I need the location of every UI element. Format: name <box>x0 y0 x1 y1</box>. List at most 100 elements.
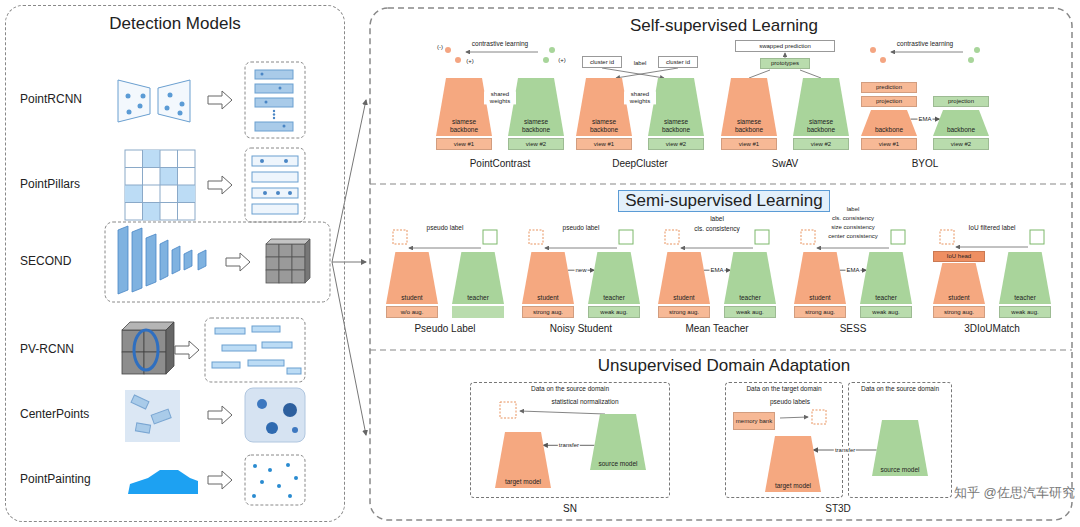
illustration-shape <box>619 230 633 244</box>
illustration-shape <box>255 98 293 107</box>
node-text: siamese backbone <box>654 118 698 133</box>
method-caption: ST3D <box>824 503 852 515</box>
illustration-shape <box>520 411 605 414</box>
method-caption: Noisy Student <box>549 323 613 335</box>
illustration-shape <box>266 239 310 283</box>
illustration-shape <box>208 176 232 194</box>
illustration-shape <box>146 234 156 286</box>
illustration-shape <box>125 150 195 220</box>
module-box: prototypes <box>760 58 810 69</box>
illustration-shape <box>332 262 366 435</box>
illustration-shape <box>452 252 504 304</box>
method-caption: SwAV <box>771 158 800 170</box>
node-text: siamese backbone <box>799 118 843 133</box>
node-text: memory bank <box>736 418 772 425</box>
illustration-shape <box>284 159 288 163</box>
illustration-shape <box>255 122 293 131</box>
illustration-shape <box>755 230 769 244</box>
illustration-shape <box>252 172 298 182</box>
illustration-shape <box>255 70 293 79</box>
illustration-shape <box>122 322 174 374</box>
illustration-shape <box>212 326 301 374</box>
illustration-shape <box>265 101 268 104</box>
illustration-shape <box>252 463 298 498</box>
module-box: weak aug. <box>588 306 640 318</box>
model-name: PointPainting <box>20 473 91 487</box>
illustration-shape <box>588 252 640 304</box>
annotation: cls. consistency <box>831 215 875 222</box>
illustration-shape <box>198 250 206 270</box>
section-heading: Semi-supervised Learning <box>618 190 830 212</box>
node-text: view #1 <box>594 141 614 148</box>
model-name: PV-RCNN <box>20 343 74 357</box>
illustration-shape <box>386 252 438 304</box>
node-text: cluster id <box>590 59 614 66</box>
illustration-shape <box>276 191 280 195</box>
illustration-shape <box>165 106 170 111</box>
illustration-shape <box>248 360 284 366</box>
illustration-shape <box>252 156 298 214</box>
node-text: w/o aug. <box>401 309 424 316</box>
illustration-shape <box>131 395 171 433</box>
illustration-shape <box>245 455 305 505</box>
illustration-shape <box>252 204 298 214</box>
illustration-shape <box>252 494 256 498</box>
model-name: PointPillars <box>20 178 80 192</box>
node-text: teacher <box>739 294 761 301</box>
section-heading: Unsupervised Domain Adaptation <box>598 356 850 376</box>
module-box: view #1 <box>861 138 917 150</box>
illustration-shape <box>332 100 366 435</box>
illustration-shape <box>305 239 310 283</box>
section-heading: Self-supervised Learning <box>630 16 818 36</box>
annotation: statistical normalization <box>550 398 619 405</box>
node-text: projection <box>876 98 902 105</box>
illustration-shape <box>138 104 143 109</box>
illustration-shape <box>273 113 275 115</box>
network-trapezoid: siamese backbone <box>436 78 492 136</box>
illustration-shape <box>933 263 985 304</box>
illustration-shape <box>602 68 664 78</box>
illustration-shape <box>292 270 305 283</box>
model-name: PointRCNN <box>20 93 82 107</box>
illustration-shape <box>127 110 132 115</box>
illustration-shape <box>273 117 275 119</box>
illustration-shape <box>141 94 146 99</box>
illustration-shape <box>508 78 564 136</box>
illustration-shape <box>880 57 886 63</box>
illustration-shape <box>549 47 555 53</box>
module-box: weak aug. <box>724 306 776 318</box>
illustration-shape <box>151 409 171 424</box>
illustration-shape <box>260 480 264 484</box>
method-caption: BYOL <box>911 158 940 170</box>
node-text: teacher <box>603 294 625 301</box>
illustration-shape <box>132 228 142 292</box>
illustration-shape <box>590 414 646 470</box>
annotation: label <box>709 215 725 222</box>
node-text: weak aug. <box>736 309 763 316</box>
illustration-shape <box>125 167 195 168</box>
node-text: view #2 <box>951 141 971 148</box>
node-text: prototypes <box>771 60 799 67</box>
node-text: student <box>401 294 422 301</box>
illustration-shape <box>266 257 279 270</box>
network-trapezoid: siamese backbone <box>793 78 849 136</box>
illustration-shape <box>245 62 305 138</box>
module-box: projection <box>861 96 917 107</box>
node-text: teacher <box>875 294 897 301</box>
illustration-shape <box>245 388 305 442</box>
illustration-shape <box>801 230 815 244</box>
illustration-shape <box>872 420 928 476</box>
node-text: target model <box>505 478 541 485</box>
illustration-shape <box>332 100 366 262</box>
annotation: contrastive learning <box>471 40 529 47</box>
illustration-shape <box>286 463 290 467</box>
illustration-shape <box>940 230 954 244</box>
illustration-shape <box>215 328 245 334</box>
illustration-shape <box>721 78 777 136</box>
method-caption: PointContrast <box>469 158 532 170</box>
node-text: siamese backbone <box>514 118 558 133</box>
illustration-shape <box>793 78 849 136</box>
illustration-shape <box>794 252 846 304</box>
module-box: cluster id <box>582 56 622 68</box>
node-text: teacher <box>1014 294 1036 301</box>
